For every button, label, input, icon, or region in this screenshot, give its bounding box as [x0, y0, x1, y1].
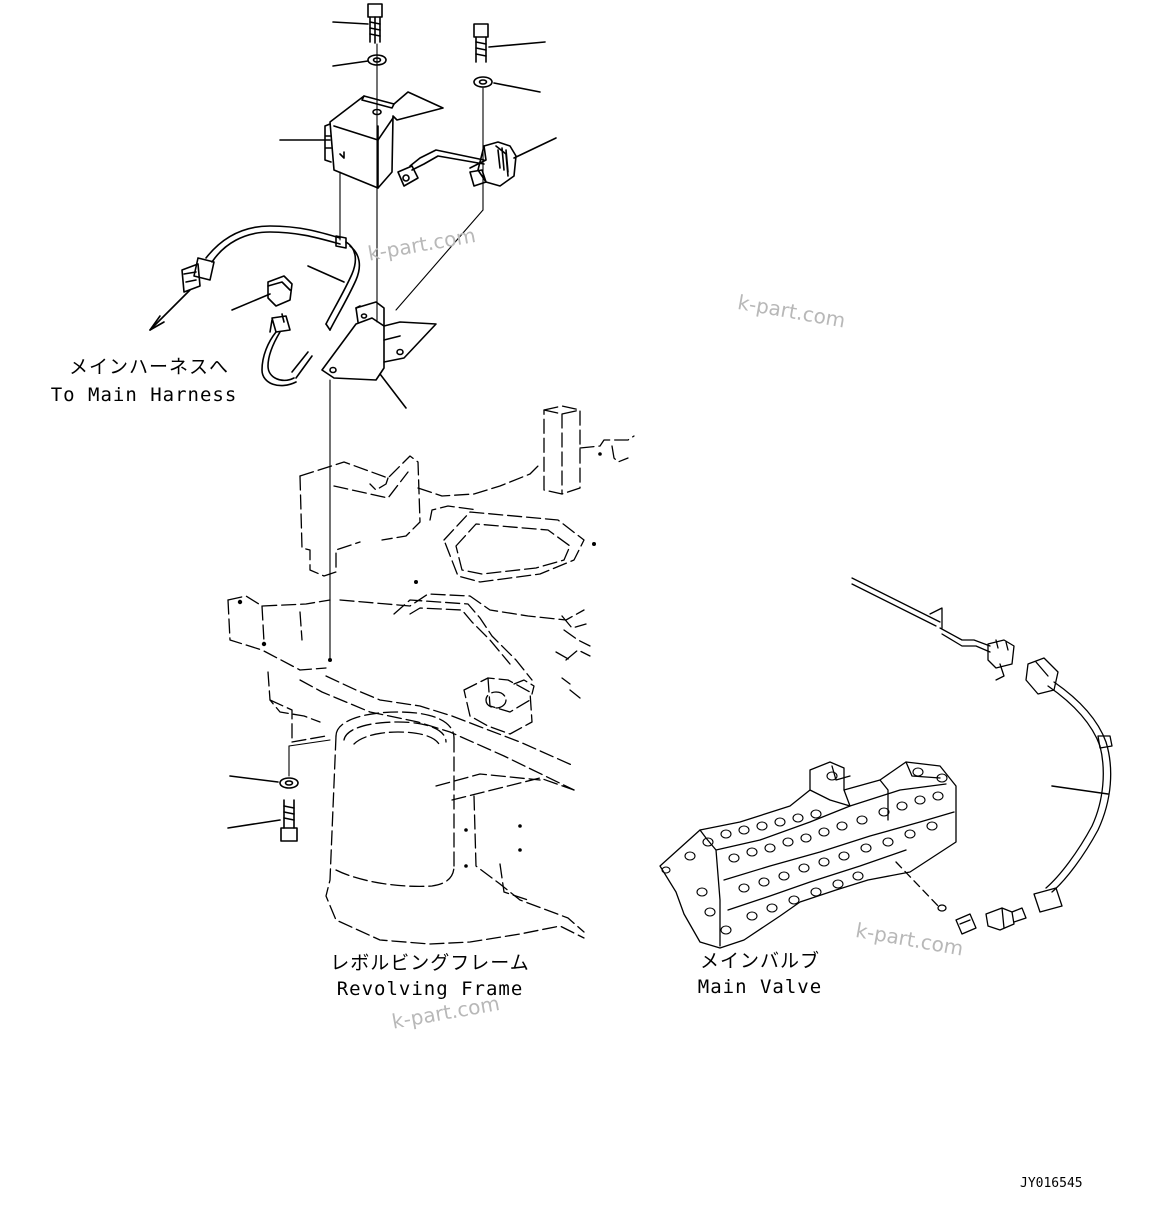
revolving-frame [228, 406, 634, 944]
relay-connector [262, 276, 312, 386]
leader-washer-bottom-left [230, 776, 278, 782]
drawing-code: JY016545 [1020, 1176, 1083, 1191]
label-revolving-frame-en: Revolving Frame [336, 978, 524, 1000]
label-main-harness-en: To Main Harness [50, 384, 238, 406]
bolt-bottom-left [281, 800, 297, 841]
leader-bolt-bottom-left [228, 820, 280, 828]
label-main-valve-en: Main Valve [697, 976, 823, 998]
leader-washer-top-left [333, 61, 368, 66]
leader-bolt-top-left [333, 22, 368, 24]
leader-harness [308, 266, 344, 282]
leader-buzzer-unit [514, 138, 556, 158]
washer-bottom-left [280, 778, 298, 788]
alignment-lines [330, 44, 483, 660]
wire-harness-valve [852, 578, 1112, 912]
bolt-top-right [474, 24, 488, 62]
washer-top-right [474, 77, 492, 87]
buzzer-cover [325, 92, 443, 188]
alignment-bolt-bottom-2 [289, 740, 330, 746]
label-revolving-frame-jp: レボルビングフレーム [330, 952, 530, 974]
wire-harness-buzzer [150, 226, 359, 330]
leader-harness-valve [1052, 786, 1108, 794]
mounting-bracket [322, 302, 436, 380]
main-valve-ports [662, 768, 947, 934]
pressure-switch [896, 862, 1026, 934]
leader-relay [232, 294, 270, 310]
label-main-harness-jp: メインハーネスへ [68, 356, 229, 378]
leader-washer-top-right [494, 83, 540, 92]
label-main-valve-jp: メインバルブ [699, 950, 820, 972]
buzzer-unit [398, 142, 516, 186]
leader-bracket [380, 374, 406, 408]
frame-holes [237, 452, 602, 868]
bolt-top-left [368, 4, 382, 43]
main-valve [660, 762, 956, 948]
leader-bolt-top-right [489, 42, 545, 47]
